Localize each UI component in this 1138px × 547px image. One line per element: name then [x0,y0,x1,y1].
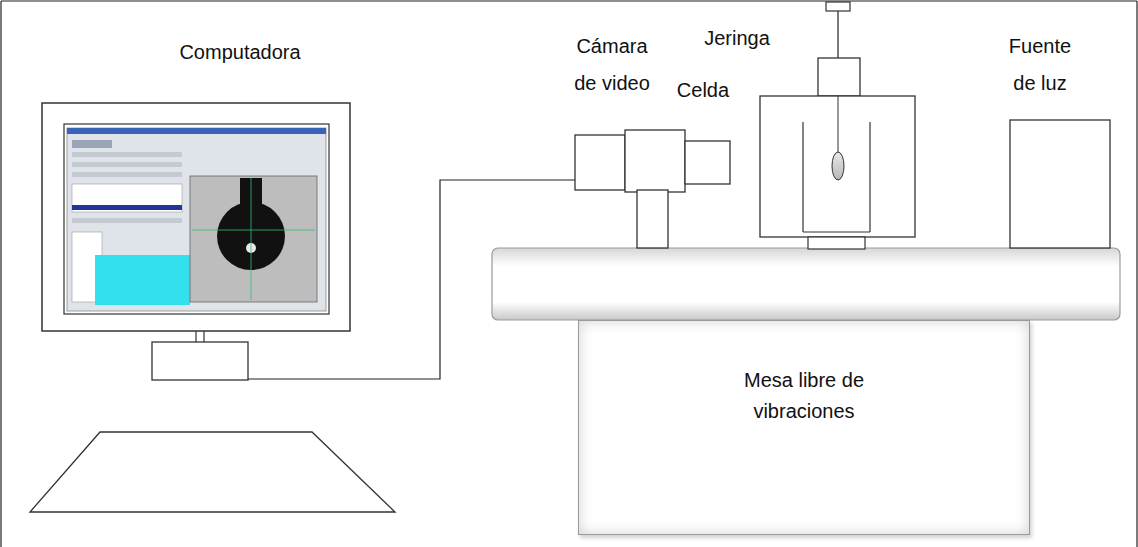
table-label: Mesa libre de vibraciones [729,365,879,427]
video-camera [575,130,730,248]
computer-drawing [30,103,395,512]
device-label: Celda [653,72,753,109]
device-label: Computadora [150,34,330,71]
frame-line [1,0,1137,1]
device-label: Jeringa [677,20,797,57]
frame-line [1136,1,1137,547]
vibration-free-table: Mesa libre de vibraciones [578,320,1030,535]
device-label: Cámara de video [567,28,657,102]
frame-line [0,1,1,547]
table-top [492,248,1120,320]
syringe-and-cell [760,2,915,249]
light-source [1010,120,1110,248]
device-label: Fuente de luz [1000,28,1080,102]
